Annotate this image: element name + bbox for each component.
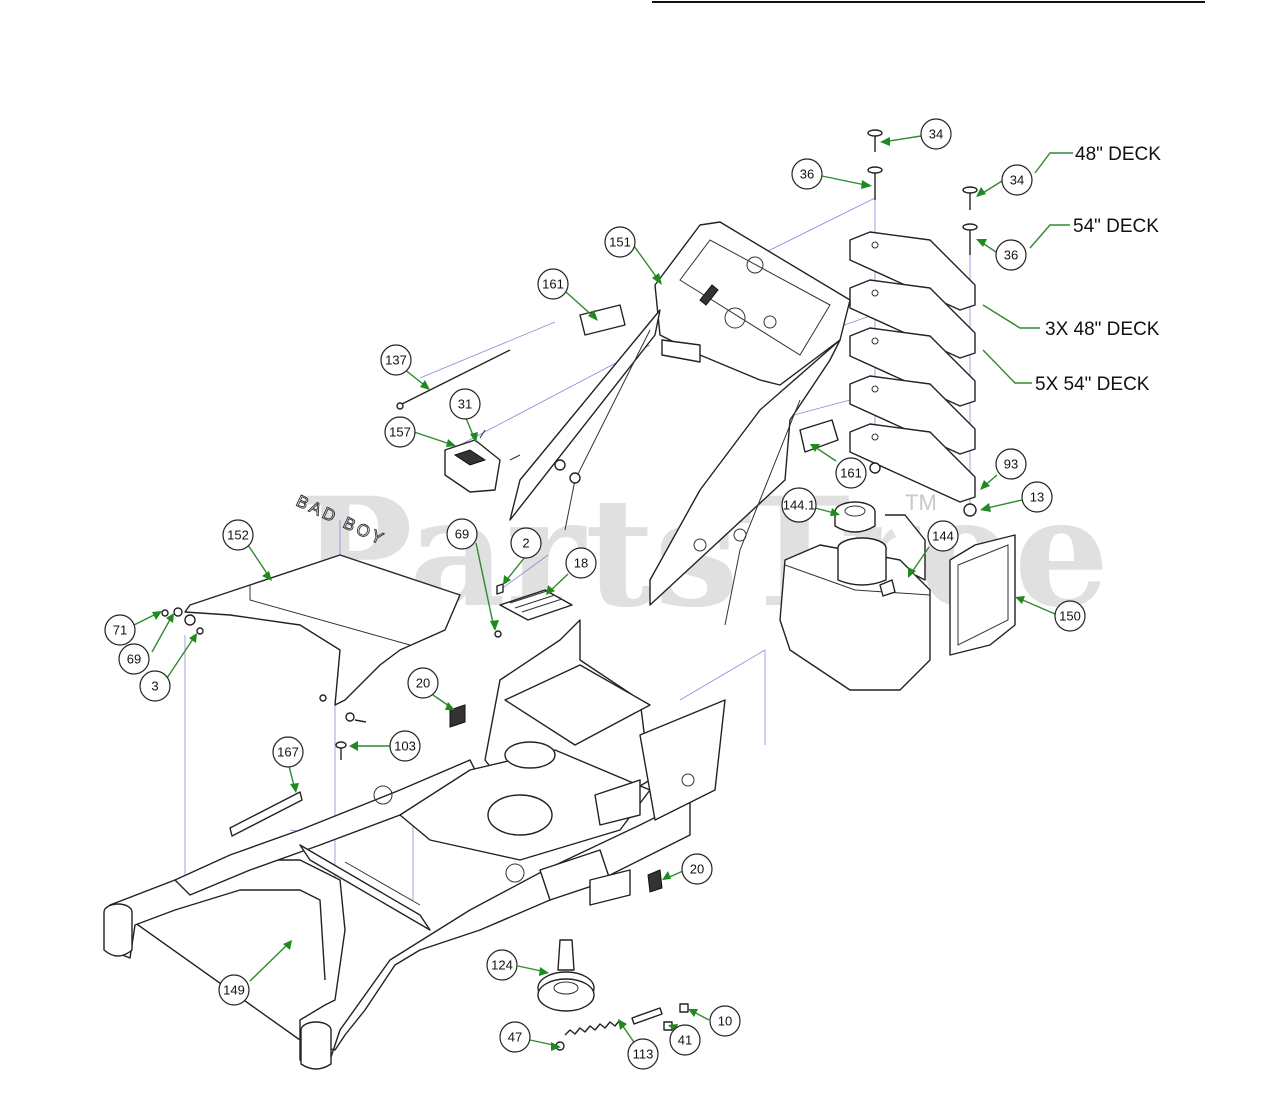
grate [499, 589, 573, 621]
seat-platform [399, 619, 726, 861]
bumper-20-lower [647, 869, 663, 893]
callout-113: 113 [627, 1038, 659, 1070]
callout-69-lower: 69 [118, 643, 150, 675]
svg-text:103: 103 [394, 739, 416, 754]
svg-text:41: 41 [678, 1033, 692, 1048]
deck-leader-5x54 [982, 349, 1032, 384]
callout-124: 124 [486, 949, 518, 981]
switch-module [444, 429, 521, 493]
decal-161-left [579, 304, 626, 336]
callout-69-upper: 69 [446, 518, 478, 550]
svg-text:18: 18 [574, 556, 588, 571]
callout-arrows [152, 137, 1025, 1051]
tank-strap [885, 514, 1016, 656]
callout-144-1: 144.1 [781, 487, 817, 523]
pin-41 [631, 1007, 663, 1025]
svg-text:144.1: 144.1 [783, 498, 816, 513]
callout-71: 71 [104, 614, 136, 646]
spacer-10 [679, 1003, 689, 1013]
svg-text:149: 149 [223, 983, 245, 998]
svg-text:36: 36 [1004, 248, 1018, 263]
svg-text:161: 161 [840, 466, 862, 481]
bumper-20-upper [449, 704, 466, 728]
callout-150: 150 [1054, 600, 1086, 632]
callout-149: 149 [218, 974, 250, 1006]
deck-label-3x48: 3X 48" DECK [1045, 319, 1160, 340]
callout-161-lower: 161 [835, 457, 867, 489]
counterweight-plates [849, 231, 976, 503]
fuel-tank [779, 537, 931, 691]
callout-41: 41 [669, 1024, 701, 1056]
callout-36-top: 36 [791, 158, 823, 190]
svg-text:69: 69 [127, 652, 141, 667]
svg-text:167: 167 [277, 745, 299, 760]
deck-leader-3x48 [982, 304, 1040, 329]
callout-93: 93 [995, 448, 1027, 480]
rod [396, 349, 511, 410]
callouts: 34 36 34 36 151 161 137 31 157 161 93 13… [104, 118, 1086, 1070]
callout-13: 13 [1021, 481, 1053, 513]
callout-144: 144 [927, 520, 959, 552]
watermark-tm: TM [905, 490, 937, 515]
callout-167: 167 [272, 736, 304, 768]
pulley [537, 939, 595, 1012]
decal-161-right [799, 419, 839, 453]
control-tower [509, 221, 851, 626]
svg-text:34: 34 [929, 127, 943, 142]
svg-text:13: 13 [1030, 490, 1044, 505]
spring [564, 1019, 621, 1036]
callout-34-right: 34 [1001, 164, 1033, 196]
callout-2: 2 [510, 527, 542, 559]
svg-text:34: 34 [1010, 173, 1024, 188]
svg-text:150: 150 [1059, 609, 1081, 624]
svg-text:10: 10 [718, 1014, 732, 1029]
callout-36-right: 36 [995, 239, 1027, 271]
main-frame [103, 759, 691, 1070]
callout-20-lower: 20 [681, 853, 713, 885]
callout-31: 31 [449, 388, 481, 420]
callout-103: 103 [389, 730, 421, 762]
callout-34-top: 34 [920, 118, 952, 150]
callout-20-upper: 20 [407, 667, 439, 699]
callout-137: 137 [380, 344, 412, 376]
callout-3: 3 [139, 670, 171, 702]
svg-text:152: 152 [227, 528, 249, 543]
strip-167 [229, 791, 303, 837]
callout-10: 10 [709, 1005, 741, 1037]
deck-label-5x54: 5X 54" DECK [1035, 374, 1150, 395]
svg-text:3: 3 [151, 679, 158, 694]
deck-label-48: 48" DECK [1075, 144, 1161, 165]
svg-text:20: 20 [416, 676, 430, 691]
svg-text:113: 113 [633, 1047, 654, 1062]
callout-47: 47 [499, 1021, 531, 1053]
carriage-bolts [867, 129, 978, 517]
svg-text:161: 161 [542, 277, 564, 292]
svg-text:157: 157 [389, 425, 411, 440]
svg-text:71: 71 [113, 623, 127, 638]
callout-151: 151 [604, 226, 636, 258]
svg-text:36: 36 [800, 167, 814, 182]
callout-18: 18 [565, 547, 597, 579]
svg-text:144: 144 [932, 529, 954, 544]
svg-text:151: 151 [609, 235, 631, 250]
callout-161-upper: 161 [537, 268, 569, 300]
svg-text:137: 137 [385, 353, 407, 368]
svg-text:47: 47 [508, 1030, 522, 1045]
fuel-cap [834, 501, 876, 533]
svg-text:2: 2 [522, 536, 529, 551]
deck-leader-48 [1034, 152, 1073, 174]
callout-157: 157 [384, 416, 416, 448]
svg-text:93: 93 [1004, 457, 1018, 472]
svg-text:124: 124 [491, 958, 513, 973]
callout-152: 152 [222, 519, 254, 551]
deck-leader-54 [1029, 224, 1070, 249]
svg-text:69: 69 [455, 527, 469, 542]
svg-text:31: 31 [458, 397, 472, 412]
svg-text:20: 20 [690, 862, 704, 877]
small-hardware [161, 583, 504, 760]
deck-label-54: 54" DECK [1073, 216, 1159, 237]
